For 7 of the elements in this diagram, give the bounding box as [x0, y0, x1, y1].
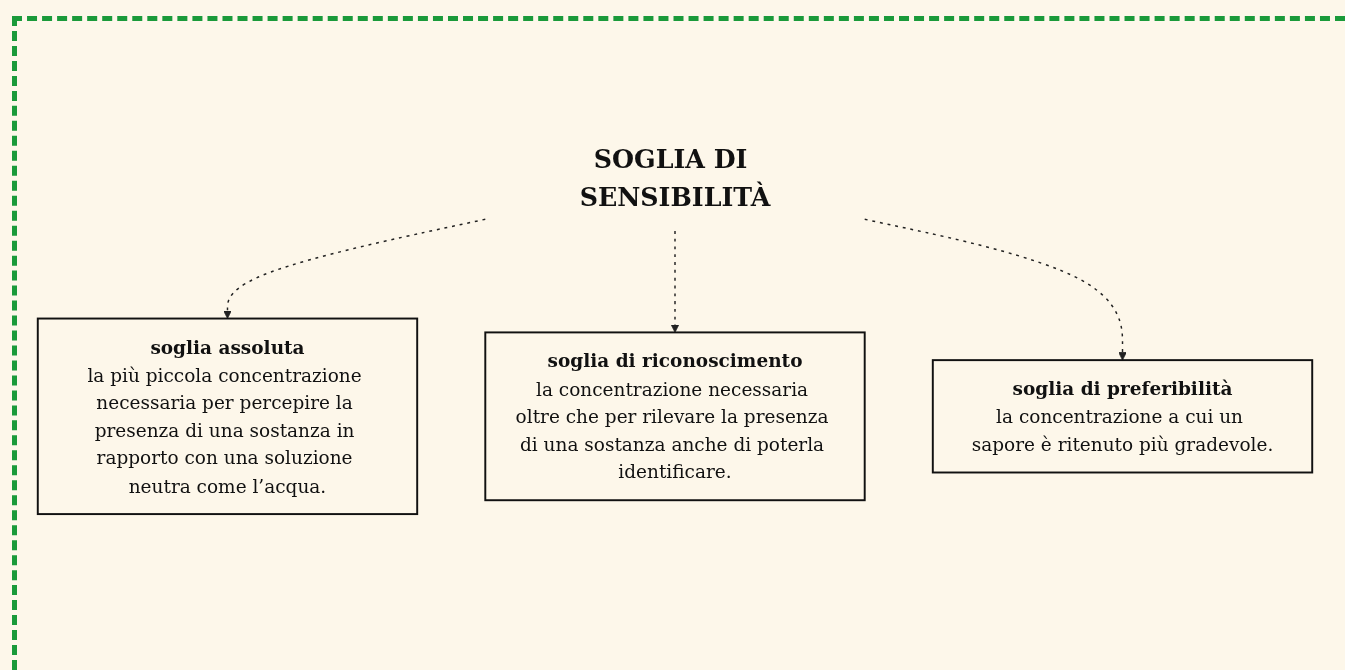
arrow: [223, 218, 487, 319]
node-box: soglia di riconoscimento la concentrazione necessaria oltre che per rilevare la presenza di una sostanza anche di poterla identificare.: [484, 331, 866, 502]
arrow: [670, 230, 680, 333]
node-box: soglia di preferibilità la concentrazione a cui un sapore è ritenuto più gradevole.: [931, 359, 1314, 474]
node-box: soglia assoluta la più piccola concentrazione necessaria per percepire la presenza di una sostanza in rapporto con una soluzione neutra come l’acqua.: [36, 317, 419, 516]
arrow: [864, 218, 1127, 361]
node-text: SOGLIA DI SENSIBILITÀ: [579, 144, 771, 212]
